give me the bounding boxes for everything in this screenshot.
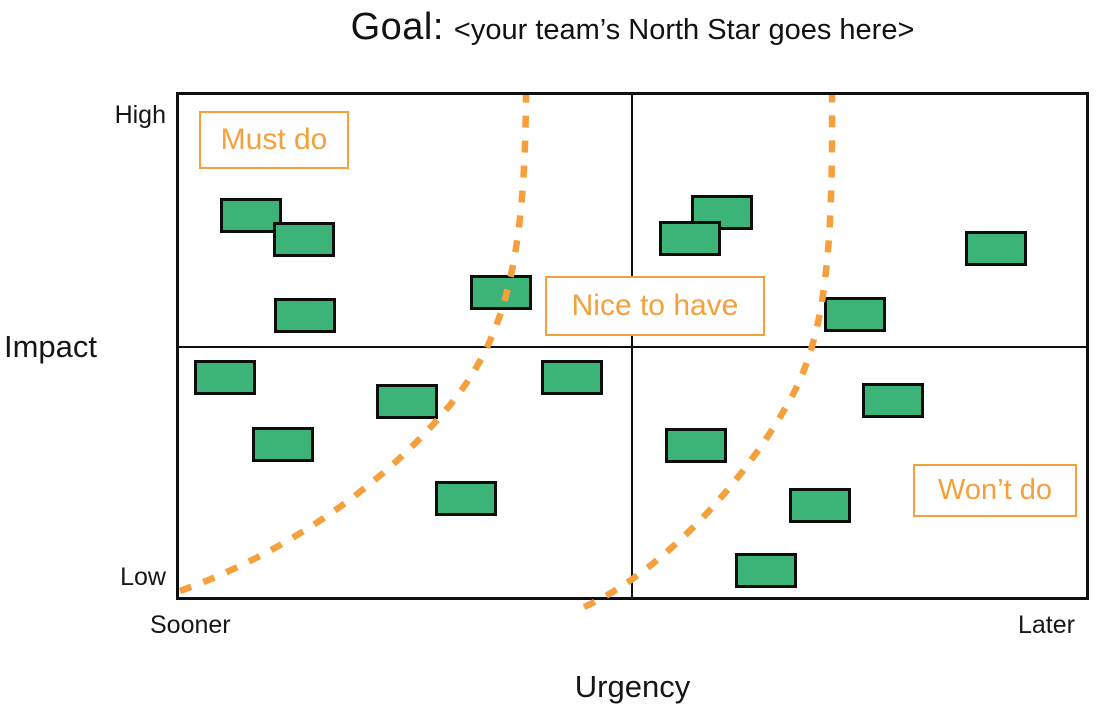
- sticky-note[interactable]: [470, 275, 532, 310]
- sticky-note[interactable]: [274, 298, 336, 333]
- sticky-note[interactable]: [194, 360, 256, 395]
- sticky-note[interactable]: [665, 428, 727, 463]
- zone-label-must-do-text: Must do: [220, 123, 328, 156]
- sticky-note[interactable]: [252, 427, 314, 462]
- y-axis-low-tick: Low: [120, 563, 166, 591]
- x-axis-label: Urgency: [574, 669, 691, 704]
- sticky-note[interactable]: [824, 297, 886, 332]
- x-axis-later-tick: Later: [1018, 611, 1075, 639]
- sticky-note[interactable]: [789, 488, 851, 523]
- y-axis-high-tick: High: [114, 101, 166, 129]
- sticky-note[interactable]: [435, 481, 497, 516]
- y-axis-label: Impact: [4, 329, 98, 364]
- sticky-note[interactable]: [376, 384, 438, 419]
- x-axis-sooner-tick: Sooner: [150, 611, 231, 639]
- sticky-note[interactable]: [659, 221, 721, 256]
- zone-label-nice-to-have[interactable]: Nice to have: [545, 276, 765, 336]
- sticky-note[interactable]: [965, 231, 1027, 266]
- zone-label-nice-to-have-text: Nice to have: [571, 289, 739, 322]
- sticky-note[interactable]: [735, 553, 797, 588]
- zone-label-wont-do[interactable]: Won’t do: [913, 464, 1077, 517]
- sticky-note[interactable]: [273, 222, 335, 257]
- sticky-note[interactable]: [541, 360, 603, 395]
- goal-label: Goal:: [350, 6, 444, 48]
- zone-label-must-do[interactable]: Must do: [199, 111, 349, 169]
- zone-label-wont-do-text: Won’t do: [938, 474, 1052, 506]
- goal-placeholder: <your team’s North Star goes here>: [453, 14, 915, 46]
- board-title: Goal: <your team’s North Star goes here>: [176, 6, 1089, 49]
- sticky-note[interactable]: [862, 383, 924, 418]
